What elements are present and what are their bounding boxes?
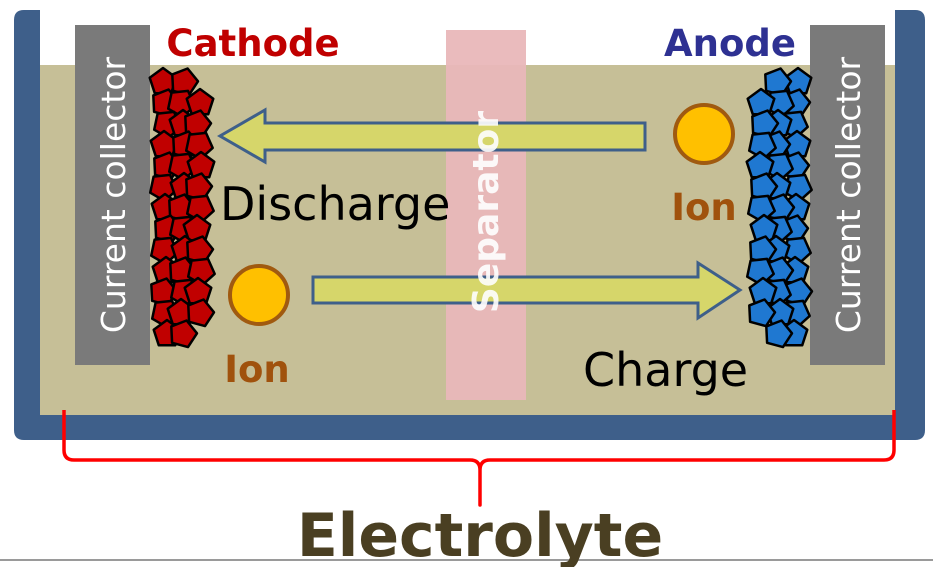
cathode-particles bbox=[148, 66, 216, 349]
separator-label: Separator bbox=[466, 111, 507, 313]
anode-particle bbox=[765, 319, 794, 349]
anode-particle bbox=[745, 257, 775, 287]
current-collector-right-label: Current collector bbox=[829, 56, 868, 333]
separator bbox=[446, 30, 526, 400]
cathode-particle bbox=[187, 298, 216, 328]
anode-particle bbox=[748, 298, 777, 328]
charge-arrow bbox=[311, 260, 743, 321]
current-collector-right bbox=[810, 25, 885, 365]
cathode-particle bbox=[184, 131, 214, 161]
discharge-label: Discharge bbox=[220, 177, 450, 231]
ion-left-label: Ion bbox=[224, 348, 290, 391]
charge-label: Charge bbox=[583, 343, 748, 397]
anode-particle bbox=[746, 194, 776, 224]
ion-right-label: Ion bbox=[671, 186, 737, 229]
electrolyte-label: Electrolyte bbox=[297, 501, 663, 567]
ion-right bbox=[673, 103, 735, 165]
cathode-particle bbox=[170, 319, 199, 349]
electrolyte-brace bbox=[62, 410, 896, 507]
ion-left bbox=[228, 264, 290, 326]
anode-particles bbox=[745, 66, 814, 349]
cathode-label: Cathode bbox=[166, 22, 339, 65]
discharge-arrow bbox=[217, 107, 647, 165]
anode-label: Anode bbox=[664, 22, 796, 65]
current-collector-left-label: Current collector bbox=[94, 56, 133, 333]
current-collector-left bbox=[75, 25, 150, 365]
